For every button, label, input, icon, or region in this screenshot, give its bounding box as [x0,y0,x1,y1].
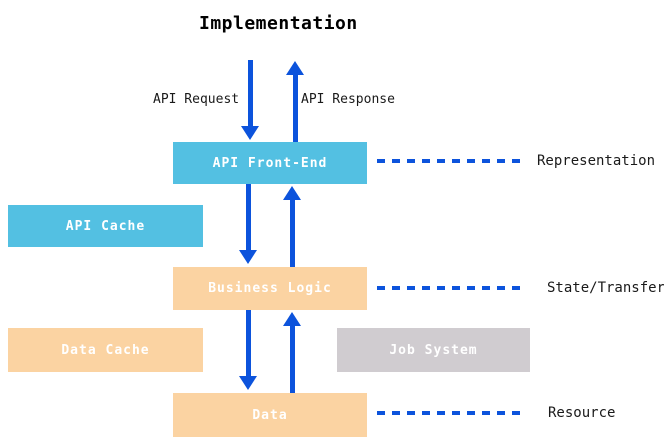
job-system-box: Job System [337,328,530,372]
arrow-head [283,186,301,200]
data-box: Data [173,393,367,437]
data-cache-box: Data Cache [8,328,203,372]
api-request-arrow-down-icon [241,60,259,140]
resource-layer-label: Resource [548,405,616,421]
arrow-shaft [289,198,295,267]
logic-to-frontend-arrow-up-icon [283,186,301,267]
arrow-head [286,61,304,75]
arrow-shaft [292,73,298,142]
business-logic-box: Business Logic [173,267,367,310]
arrow-head [239,376,257,390]
arrow-shaft [245,184,251,252]
resource-layer-divider [377,411,520,415]
arrow-head [241,126,259,140]
api-response-label: API Response [301,92,395,107]
arrow-head [283,312,301,326]
state-transfer-layer-divider [377,286,520,290]
api-cache-box: API Cache [8,205,203,247]
arrow-shaft [289,324,295,393]
representation-layer-divider [377,159,520,163]
representation-layer-label: Representation [537,153,656,169]
arrow-shaft [245,310,251,378]
arrow-shaft [247,60,253,128]
logic-to-data-arrow-down-icon [239,310,257,390]
data-to-logic-arrow-up-icon [283,312,301,393]
arrow-head [239,250,257,264]
api-response-arrow-up-icon [286,61,304,142]
diagram-title: Implementation [199,13,358,34]
api-front-end-box: API Front-End [173,142,367,184]
api-request-label: API Request [153,92,240,107]
state-transfer-layer-label: State/Transfer [547,280,664,296]
frontend-to-logic-arrow-down-icon [239,184,257,264]
